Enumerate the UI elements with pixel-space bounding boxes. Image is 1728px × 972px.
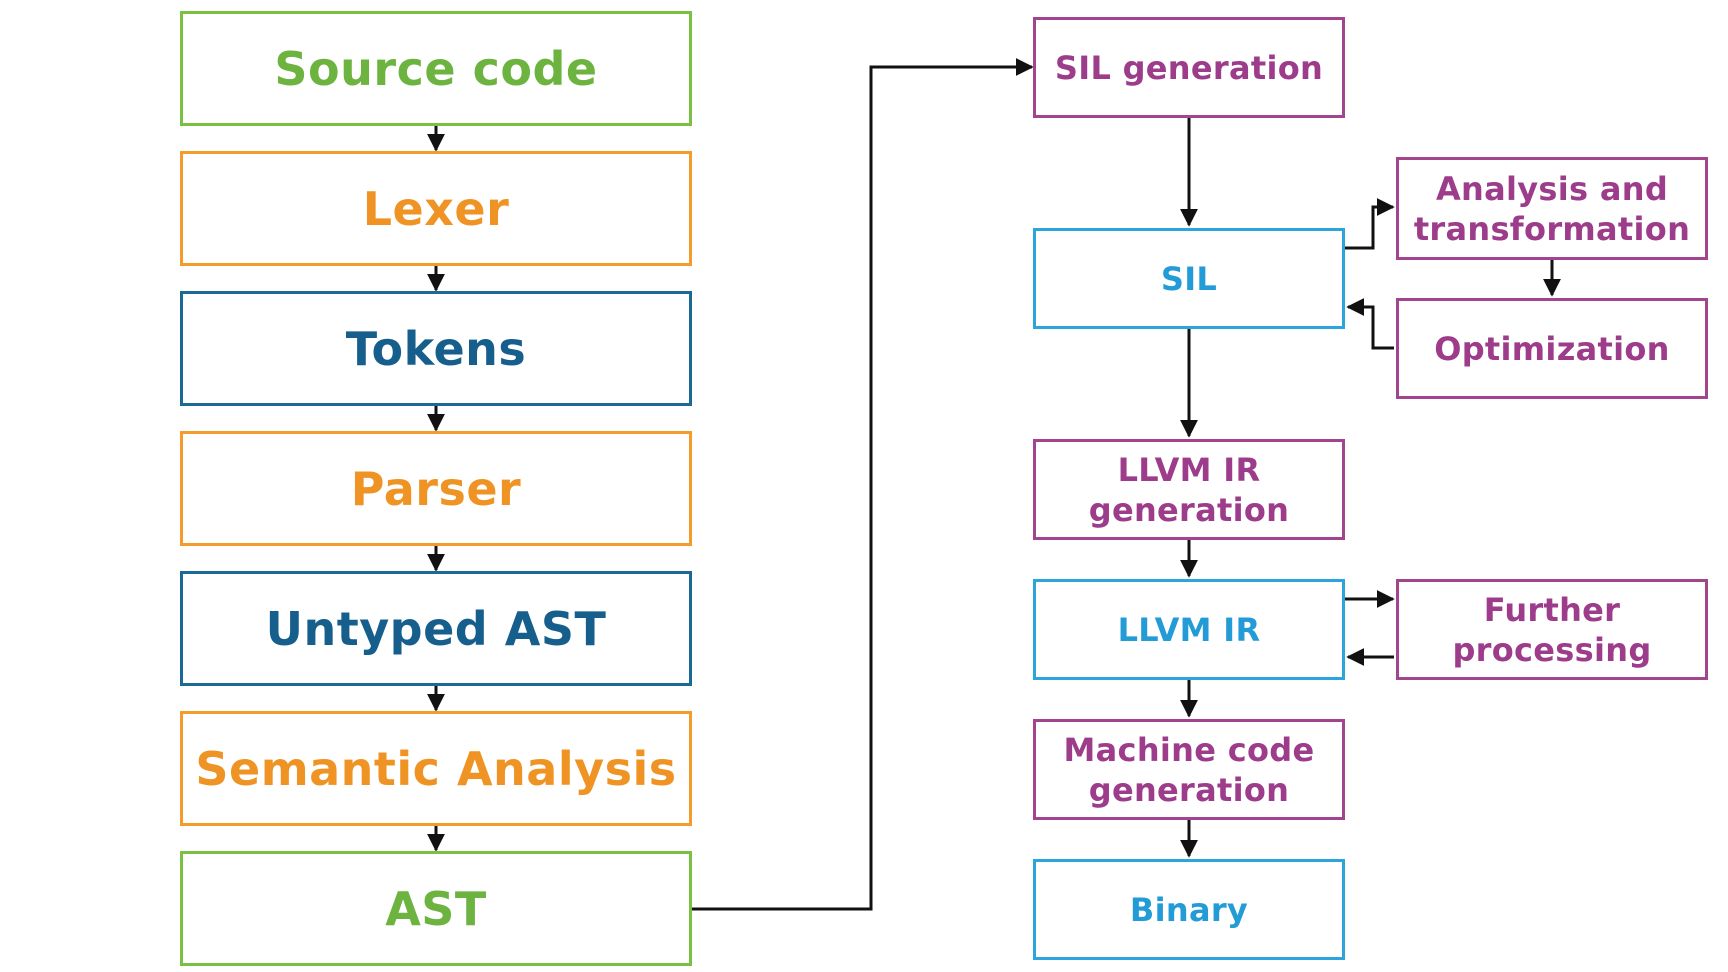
semantic-analysis-label: Semantic Analysis	[195, 741, 677, 796]
ast-label: AST	[385, 881, 487, 936]
machine-code-generation-box: Machine code generation	[1033, 719, 1345, 820]
further-line1: Further	[1483, 590, 1621, 629]
analysis-line2: transformation	[1413, 209, 1691, 248]
arrow-optimization-to-sil	[1346, 298, 1394, 350]
llvm-ir-generation-box: LLVM IR generation	[1033, 439, 1345, 540]
machine-code-line1: Machine code	[1063, 730, 1315, 769]
arrow-ast-to-sil-generation	[692, 58, 1034, 911]
further-processing-box: Further processing	[1396, 579, 1708, 680]
tokens-box: Tokens	[180, 291, 692, 406]
analysis-transformation-box: Analysis and transformation	[1396, 157, 1708, 260]
untyped-ast-box: Untyped AST	[180, 571, 692, 686]
optimization-box: Optimization	[1396, 298, 1708, 399]
tokens-label: Tokens	[345, 321, 527, 376]
llvm-ir-label: LLVM IR	[1117, 610, 1261, 649]
sil-generation-label: SIL generation	[1054, 48, 1324, 87]
llvm-ir-box: LLVM IR	[1033, 579, 1345, 680]
lexer-label: Lexer	[362, 181, 510, 236]
parser-box: Parser	[180, 431, 692, 546]
semantic-analysis-box: Semantic Analysis	[180, 711, 692, 826]
source-code-label: Source code	[274, 41, 598, 96]
ast-box: AST	[180, 851, 692, 966]
binary-label: Binary	[1129, 890, 1249, 929]
llvm-ir-gen-line2: generation	[1088, 490, 1290, 529]
binary-box: Binary	[1033, 859, 1345, 960]
further-line2: processing	[1452, 630, 1652, 669]
optimization-label: Optimization	[1434, 329, 1670, 368]
lexer-box: Lexer	[180, 151, 692, 266]
source-code-box: Source code	[180, 11, 692, 126]
sil-generation-box: SIL generation	[1033, 17, 1345, 118]
arrow-sil-to-analysis	[1345, 198, 1395, 250]
sil-box: SIL	[1033, 228, 1345, 329]
sil-label: SIL	[1160, 259, 1218, 298]
machine-code-line2: generation	[1088, 770, 1290, 809]
parser-label: Parser	[350, 461, 522, 516]
analysis-line1: Analysis and	[1435, 169, 1669, 208]
llvm-ir-gen-line1: LLVM IR	[1117, 450, 1261, 489]
untyped-ast-label: Untyped AST	[265, 601, 607, 656]
